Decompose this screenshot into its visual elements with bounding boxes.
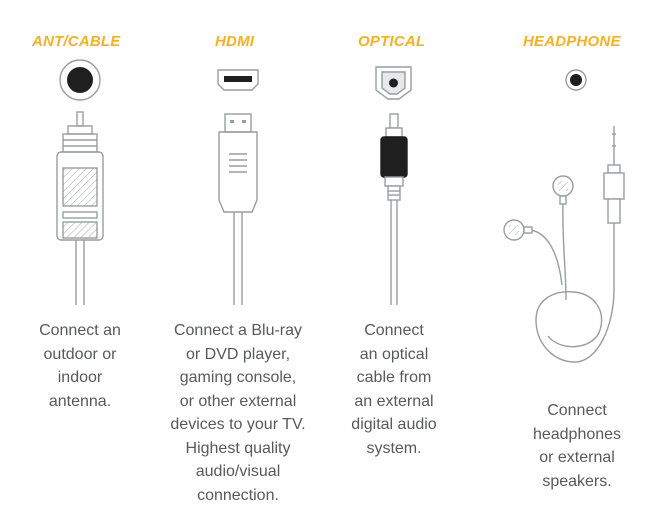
headphone-description: Connect headphones or external speakers. <box>517 399 637 493</box>
hdmi-description: Connect a Blu-ray or DVD player, gaming … <box>158 319 318 507</box>
hdmi-port-icon <box>217 69 259 91</box>
description-line: Connect an <box>39 322 121 339</box>
description-line: Connect <box>547 402 607 419</box>
hdmi-cable-icon <box>218 113 258 305</box>
hdmi-title: HDMI <box>215 33 255 50</box>
ant-cable-description: Connect an outdoor or indoor antenna. <box>20 319 140 413</box>
description-line: indoor <box>57 369 103 386</box>
headphone-cable-icon <box>503 126 625 363</box>
description-line: Connect <box>364 322 424 339</box>
optical-description: Connect an optical cable from an externa… <box>338 319 450 460</box>
headphone-title: HEADPHONE <box>523 33 621 50</box>
description-line: an external <box>354 392 434 410</box>
optical-title: OPTICAL <box>358 33 426 50</box>
description-line: system. <box>366 439 422 457</box>
optical-port-icon <box>375 66 412 100</box>
description-line: gaming console, <box>179 369 297 386</box>
description-line: outdoor or <box>43 345 117 363</box>
description-line: speakers. <box>542 472 612 490</box>
description-line: Highest quality <box>185 439 291 457</box>
description-line: antenna. <box>48 392 112 410</box>
coaxial-port-icon <box>59 59 101 101</box>
headphone-port-icon <box>565 69 587 91</box>
description-line: an optical <box>359 345 429 363</box>
description-line: devices to your TV. <box>170 416 306 433</box>
description-line: Connect a Blu-ray <box>173 322 303 339</box>
coaxial-cable-icon <box>56 111 104 305</box>
ant-cable-title: ANT/CABLE <box>32 33 121 50</box>
optical-cable-icon <box>380 113 408 305</box>
description-line: or DVD player, <box>185 345 291 363</box>
description-line: cable from <box>356 369 432 386</box>
description-line: audio/visual <box>195 463 281 480</box>
description-line: connection. <box>197 486 279 504</box>
description-line: or other external <box>179 392 297 410</box>
description-line: digital audio <box>351 416 437 433</box>
description-line: or external <box>539 449 615 466</box>
description-line: headphones <box>532 425 622 443</box>
